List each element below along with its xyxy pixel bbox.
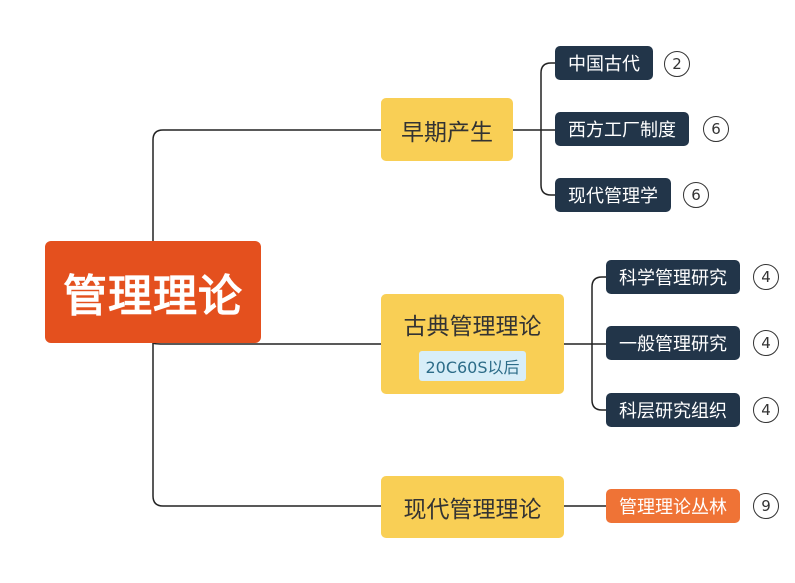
subtopic-label: 西方工厂制度 [568, 120, 676, 141]
collapsed-count-badge[interactable]: 4 [753, 330, 779, 356]
subtopic-label: 一般管理研究 [619, 334, 727, 355]
subtopic-scientific-management[interactable]: 科学管理研究 [606, 260, 740, 294]
main-topic-label: 现代管理理论 [403, 497, 542, 523]
subtopic-label: 管理理论丛林 [619, 497, 727, 518]
collapsed-count-badge[interactable]: 9 [753, 493, 779, 519]
connector-classical-3 [591, 344, 606, 411]
subtopic-china-ancient[interactable]: 中国古代 [555, 46, 653, 80]
subtopic-label: 现代管理学 [568, 186, 658, 207]
main-topic-classical[interactable]: 古典管理理论 20C60S以后 [381, 294, 564, 394]
main-topic-label: 早期产生 [401, 119, 493, 146]
main-topic-early[interactable]: 早期产生 [381, 98, 513, 161]
root-topic-label: 管理理论 [63, 271, 243, 322]
connector-root-modern [152, 343, 381, 507]
connector-early-1 [540, 62, 555, 130]
subtopic-label: 中国古代 [568, 54, 640, 75]
connector-classical-1 [591, 276, 606, 344]
subtopic-modern-management[interactable]: 现代管理学 [555, 178, 671, 212]
topic-note-label: 20C60S以后 [419, 351, 526, 381]
subtopic-western-factory[interactable]: 西方工厂制度 [555, 112, 689, 146]
main-topic-modern[interactable]: 现代管理理论 [381, 476, 564, 538]
subtopic-bureaucracy-organization[interactable]: 科层研究组织 [606, 393, 740, 427]
collapsed-count-badge[interactable]: 2 [664, 51, 690, 77]
subtopic-label: 科层研究组织 [619, 401, 727, 422]
main-topic-label: 古典管理理论 [403, 314, 542, 340]
collapsed-count-badge[interactable]: 6 [703, 116, 729, 142]
subtopic-management-jungle[interactable]: 管理理论丛林 [606, 489, 740, 523]
subtopic-general-management[interactable]: 一般管理研究 [606, 326, 740, 360]
connector-root-classical [152, 342, 381, 345]
collapsed-count-badge[interactable]: 6 [683, 182, 709, 208]
root-topic[interactable]: 管理理论 [45, 241, 261, 343]
connector-root-early [152, 129, 381, 242]
collapsed-count-badge[interactable]: 4 [753, 264, 779, 290]
subtopic-label: 科学管理研究 [619, 268, 727, 289]
collapsed-count-badge[interactable]: 4 [753, 397, 779, 423]
connector-early-3 [540, 130, 555, 196]
